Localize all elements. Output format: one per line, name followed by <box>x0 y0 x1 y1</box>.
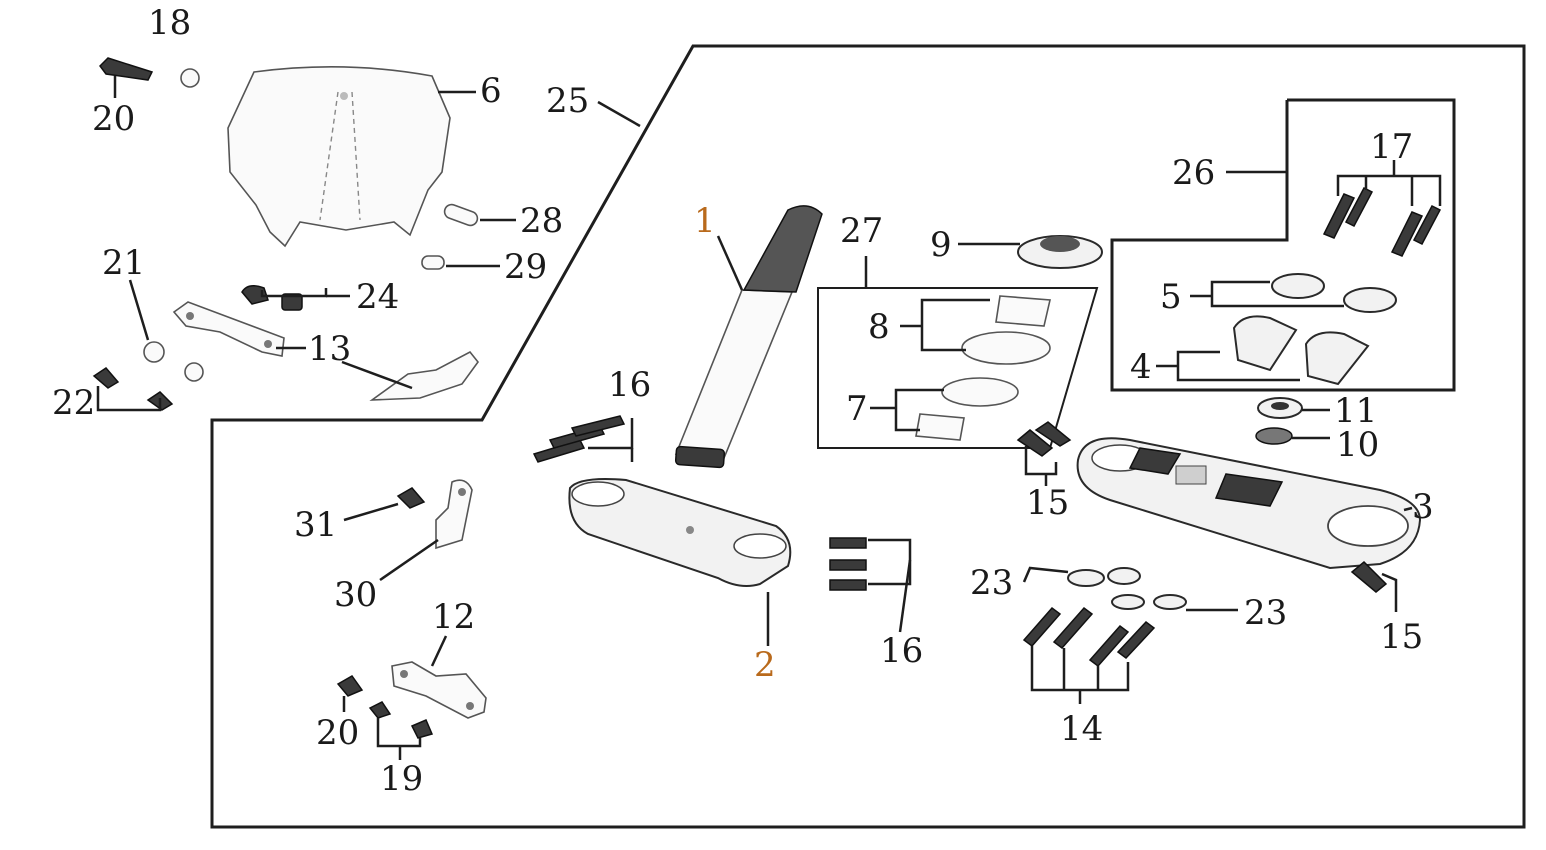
bolt-set-part-16-top <box>532 415 626 463</box>
callout-15-right: 15 <box>1380 617 1423 657</box>
nut-part-18 <box>180 68 200 88</box>
callout-25: 25 <box>546 81 589 121</box>
callout-29: 29 <box>504 247 547 287</box>
callout-7: 7 <box>846 389 868 429</box>
bolt-part-20-top <box>99 57 154 81</box>
bolt-set-part-17 <box>1322 187 1442 257</box>
callout-5: 5 <box>1160 277 1182 317</box>
pin-part-29 <box>421 255 445 270</box>
callout-2: 2 <box>754 645 776 685</box>
handlebar-clamp-part-4 <box>1232 315 1370 386</box>
callout-3: 3 <box>1412 487 1434 527</box>
callout-15-left: 15 <box>1026 483 1069 523</box>
callout-20-top: 20 <box>92 99 135 139</box>
lower-triple-clamp-part-2 <box>568 478 792 587</box>
callout-13: 13 <box>308 329 351 369</box>
callout-10: 10 <box>1336 425 1379 465</box>
callout-21: 21 <box>102 243 145 283</box>
callout-14: 14 <box>1060 709 1103 749</box>
bolt-set-part-14 <box>1022 606 1156 668</box>
windscreen-part <box>227 66 451 248</box>
callout-24: 24 <box>356 277 399 317</box>
clip-part-24 <box>241 285 303 311</box>
callout-28: 28 <box>520 201 563 241</box>
callout-18: 18 <box>148 3 191 43</box>
callout-23-left: 23 <box>970 563 1013 603</box>
mount-bracket-part-30 <box>435 479 473 550</box>
washer-part-21-a <box>143 341 165 363</box>
clamp-cap-part-5 <box>1271 273 1397 313</box>
washer-set-part-23 <box>1067 567 1187 610</box>
callout-11: 11 <box>1334 391 1377 431</box>
callout-22: 22 <box>52 383 95 423</box>
bolt-set-part-15 <box>1016 421 1388 593</box>
bearing-set-part-7 <box>915 377 1019 441</box>
assembly-25-outline <box>210 44 1526 829</box>
bracket-part-13 <box>172 301 480 401</box>
bracket-part-12 <box>391 661 487 719</box>
callout-17: 17 <box>1370 127 1413 167</box>
bearing-set-part-8 <box>961 295 1051 365</box>
washer-part-10 <box>1255 427 1293 445</box>
callout-1: 1 <box>694 201 716 241</box>
leader-lines <box>96 76 1442 760</box>
callout-6: 6 <box>480 71 502 111</box>
callout-19: 19 <box>380 759 423 799</box>
pin-part-28 <box>443 203 479 227</box>
subassembly-26-outline <box>1110 98 1456 392</box>
callout-9: 9 <box>930 225 952 265</box>
callout-30: 30 <box>334 575 377 615</box>
screw-set-part-19 <box>336 675 434 739</box>
callout-26: 26 <box>1172 153 1215 193</box>
upper-triple-clamp-part-3 <box>1076 437 1422 570</box>
stem-nut-part-9 <box>1017 235 1103 269</box>
callout-16-top: 16 <box>608 365 651 405</box>
steering-stem-part-1 <box>674 205 823 469</box>
callout-27: 27 <box>840 211 883 251</box>
callout-20-bottom: 20 <box>316 713 359 753</box>
screw-part-31 <box>396 487 426 509</box>
nut-part-11 <box>1257 397 1303 419</box>
callout-31: 31 <box>294 505 337 545</box>
callout-4: 4 <box>1130 347 1152 387</box>
bolt-set-part-16-right <box>829 537 867 591</box>
callout-23-right: 23 <box>1244 593 1287 633</box>
callout-16-right: 16 <box>880 631 923 671</box>
washer-part-21-b <box>184 362 204 382</box>
callout-12: 12 <box>432 597 475 637</box>
callout-8: 8 <box>868 307 890 347</box>
